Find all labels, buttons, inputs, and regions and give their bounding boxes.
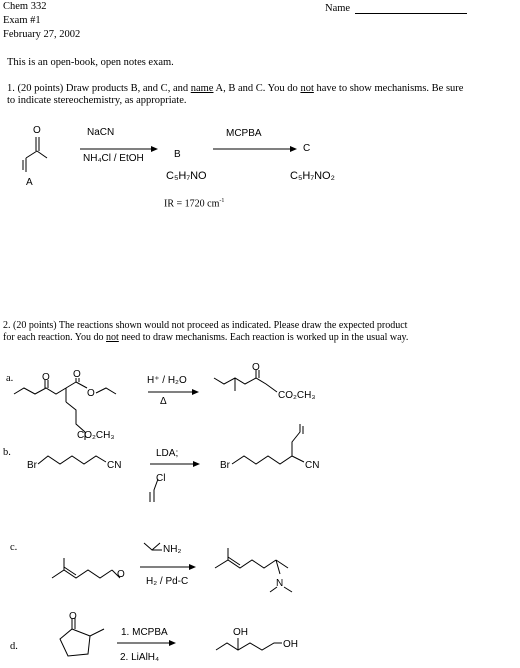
reaction-a-label: a. [6, 373, 14, 384]
ester-carbonyl-oxygen: O [73, 369, 81, 380]
reaction-d-starting-material: O [59, 611, 105, 657]
arrowhead-1 [151, 146, 158, 152]
product-ketone-oxygen: O [252, 362, 260, 373]
reaction-b-product: Br CN [220, 424, 319, 471]
reaction-c-reagent-bottom: H₂ / Pd-C [146, 576, 189, 587]
ketone-oxygen-d: O [69, 611, 77, 622]
reagent-2-top: MCPBA [226, 128, 262, 139]
product-ester-group: CO₂CH₃ [278, 390, 315, 401]
arrowhead-2 [290, 146, 297, 152]
exam-instructions: This is an open-book, open notes exam. [7, 57, 174, 68]
primary-hydroxyl: OH [283, 639, 298, 650]
ir-data: IR = 1720 cm-1 [164, 198, 225, 210]
name-label: Name [325, 3, 351, 14]
bromine-atom: Br [27, 460, 38, 471]
reagent-1-top: NaCN [87, 127, 115, 138]
reaction-d-label: d. [10, 641, 18, 652]
compound-b-label: B [174, 149, 181, 160]
name-blank-line[interactable] [355, 13, 467, 14]
reaction-d-product: OH OH [215, 627, 298, 651]
reaction-b-starting-material: Br CN [27, 455, 121, 471]
reaction-a-reagent-top: H⁺ / H₂O [147, 375, 187, 386]
product-bromine-atom: Br [220, 460, 231, 471]
reaction-c-reagent-amine: NH₂ [163, 544, 182, 555]
product-nitrile-group: CN [305, 460, 319, 471]
starting-ester-group: CO₂CH₃ [77, 430, 114, 441]
reaction-d-reagent-1: 1. MCPBA [121, 627, 168, 638]
nitrile-group: CN [107, 460, 121, 471]
reaction-a-starting-material: O O O CO₂CH₃ [13, 369, 117, 441]
question-1-line-1: 1. (20 points) Draw products B, and C, a… [7, 83, 464, 94]
course-title: Chem 332 [3, 1, 47, 12]
reaction-c-product: N [214, 548, 293, 593]
reagent-1-bottom: NH₄Cl / EtOH [83, 153, 144, 164]
compound-c-formula: C₅H₇NO₂ [290, 170, 335, 182]
exam-number: Exam #1 [3, 15, 41, 26]
question-2-line-1: 2. (20 points) The reactions shown would… [3, 320, 408, 331]
ketone-oxygen-c: O [117, 569, 125, 580]
allyl-chloride-reagent: Cl [149, 473, 165, 502]
chlorine-atom: Cl [156, 473, 165, 484]
reaction-d-reagent-2: 2. LiAlH₄ [120, 652, 160, 663]
question-1-line-2: to indicate stereochemistry, as appropri… [7, 95, 187, 106]
compound-a-structure: O [22, 125, 48, 172]
amine-nitrogen: N [276, 578, 283, 589]
compound-b-formula: C₅H₇NO [166, 170, 207, 182]
isopropylamine-reagent [143, 542, 161, 551]
reaction-c-starting-material: O [51, 558, 125, 580]
reaction-a-product: O CO₂CH₃ [213, 362, 315, 401]
reaction-a-reagent-bottom: Δ [160, 396, 167, 407]
secondary-hydroxyl: OH [233, 627, 248, 638]
reaction-b-reagent-top: LDA; [156, 448, 179, 459]
question-2-line-2: for each reaction. You do not need to dr… [3, 332, 409, 343]
reaction-c-label: c. [10, 542, 18, 553]
reaction-b-label: b. [3, 447, 11, 458]
compound-a-label: A [26, 177, 33, 188]
exam-date: February 27, 2002 [3, 29, 81, 40]
ester-alkoxy-oxygen: O [87, 388, 95, 399]
compound-c-label: C [303, 143, 311, 154]
ketone-oxygen: O [42, 372, 50, 383]
compound-a-oxygen: O [33, 125, 41, 136]
